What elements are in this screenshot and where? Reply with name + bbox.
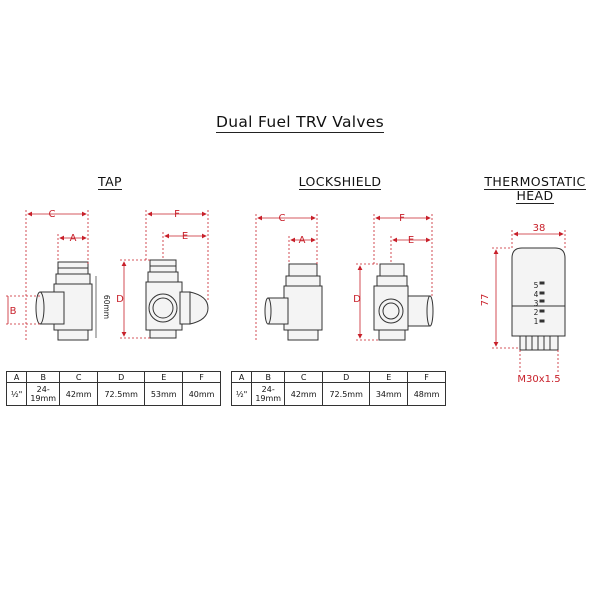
table-cell: 48mm (407, 382, 446, 406)
page-title: Dual Fuel TRV Valves (215, 113, 385, 133)
dim-head-width: 38 (533, 223, 546, 234)
table-cell: 34mm (369, 382, 409, 406)
table-header-row: A B C D E F (230, 371, 446, 383)
table-header-cell: A (5, 371, 28, 383)
table-header-cell: F (182, 371, 221, 383)
table-header-cell: B (251, 371, 286, 383)
dim-a-tap: A (70, 233, 77, 244)
table-cell: ½" (5, 382, 28, 406)
table-cell: 40mm (182, 382, 221, 406)
table-cell: 42mm (59, 382, 99, 406)
tap-side-dimensions (6, 210, 89, 340)
head-scale-5: 5 (534, 281, 539, 290)
dim-a-lockshield: A (299, 235, 306, 246)
lockshield-spec-table: A B C D E F ½" 24-19mm 42mm 72.5mm 34mm … (230, 371, 446, 406)
table-cell: 24-19mm (26, 382, 61, 406)
tap-front-dimensions (120, 210, 209, 339)
head-scale-2: 2 (534, 308, 539, 317)
table-cell: 72.5mm (322, 382, 371, 406)
dim-f-lockshield: F (399, 213, 405, 224)
section-label-lockshield: LOCKSHIELD (298, 174, 382, 190)
table-header-cell: E (369, 371, 409, 383)
lockshield-front-dimensions (356, 214, 433, 341)
dim-head-thread: M30x1.5 (517, 374, 560, 385)
table-header-cell: B (26, 371, 61, 383)
dim-head-height: 77 (480, 294, 491, 307)
dim-d-tap: D (116, 294, 124, 305)
head-dimensions (492, 230, 566, 372)
table-cell: 24-19mm (251, 382, 286, 406)
dim-tap-height: 60mm (102, 295, 111, 319)
dim-c-tap: C (49, 209, 56, 220)
thermostatic-head-view (511, 247, 566, 351)
table-row: ½" 24-19mm 42mm 72.5mm 53mm 40mm (5, 382, 221, 406)
tap-side-view (35, 261, 93, 341)
lockshield-side-view (264, 263, 323, 341)
head-scale-3: 3 (534, 299, 539, 308)
table-header-cell: C (59, 371, 99, 383)
table-cell: ½" (230, 382, 253, 406)
table-header-cell: E (144, 371, 184, 383)
table-header-cell: D (322, 371, 371, 383)
table-cell: 53mm (144, 382, 184, 406)
head-scale-4: 4 (534, 290, 539, 299)
tap-spec-table: A B C D E F ½" 24-19mm 42mm 72.5mm 53mm … (5, 371, 221, 406)
dim-c-lockshield: C (279, 213, 286, 224)
table-cell: 72.5mm (97, 382, 146, 406)
table-header-cell: D (97, 371, 146, 383)
table-header-row: A B C D E F (5, 371, 221, 383)
section-label-tap: TAP (98, 174, 122, 190)
dim-d-lockshield: D (353, 294, 361, 305)
section-label-thermostatic-head: THERMOSTATIC HEAD (484, 174, 586, 204)
table-header-cell: A (230, 371, 253, 383)
head-scale: 5 4 3 2 1 (534, 281, 539, 326)
lockshield-front-view (373, 263, 434, 341)
head-scale-1: 1 (534, 317, 539, 326)
tap-front-view (145, 259, 209, 339)
dim-f-tap: F (174, 209, 180, 220)
dim-b-tap: B (10, 306, 17, 317)
table-header-cell: F (407, 371, 446, 383)
dim-e-lockshield: E (408, 235, 414, 246)
table-header-cell: C (284, 371, 324, 383)
table-row: ½" 24-19mm 42mm 72.5mm 34mm 48mm (230, 382, 446, 406)
dim-e-tap: E (182, 231, 188, 242)
lockshield-side-dimensions (255, 214, 318, 340)
table-cell: 42mm (284, 382, 324, 406)
